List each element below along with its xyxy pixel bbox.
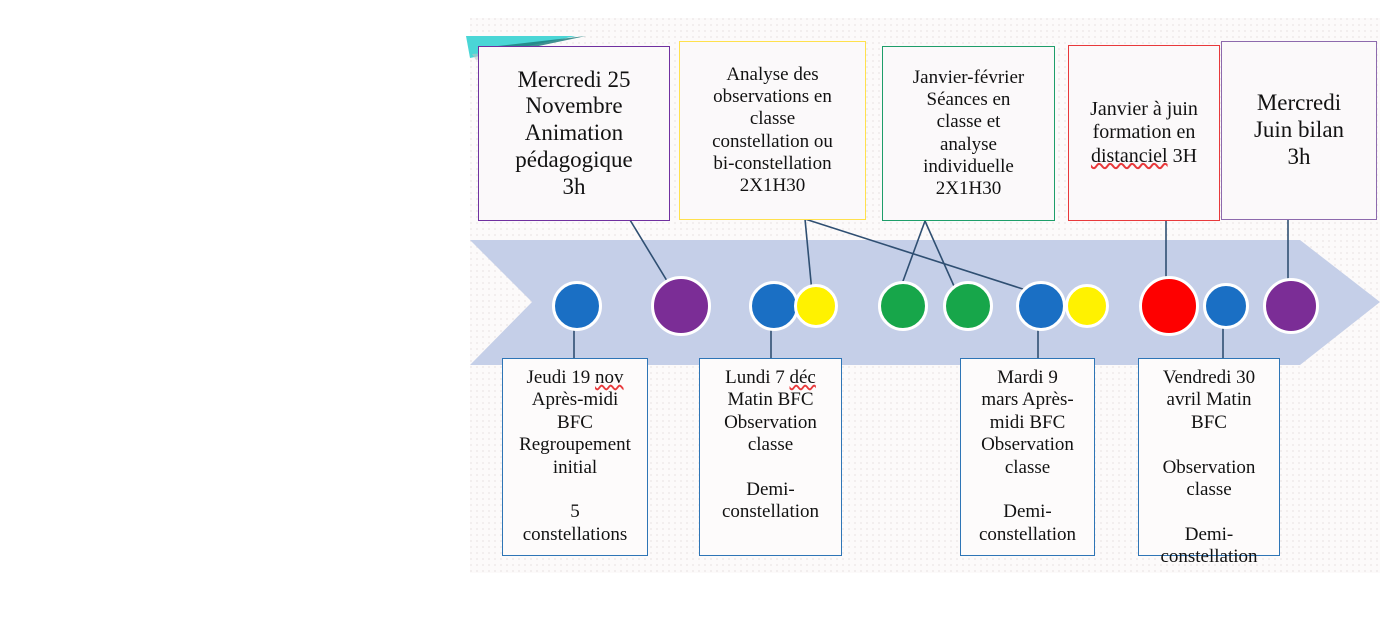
marker-9-red-circle[interactable] (1139, 276, 1199, 336)
bottom-box-text: Lundi 7 déc Matin BFC Observation classe… (721, 367, 820, 523)
bottom-box-text: Vendredi 30 avril Matin BFC Observation … (1160, 367, 1258, 568)
bottom-box-mardi-9-mars[interactable]: Mardi 9 mars Après- midi BFC Observation… (960, 358, 1095, 556)
marker-7-blue-circle[interactable] (1016, 281, 1066, 331)
bottom-box-text: Jeudi 19 nov Après-midi BFC Regroupement… (519, 367, 631, 545)
marker-4-yellow-circle[interactable] (794, 284, 838, 328)
misspelled-word: nov (595, 367, 624, 388)
misspelled-word: distanciel (1090, 144, 1168, 167)
bottom-box-lundi-7-dec[interactable]: Lundi 7 déc Matin BFC Observation classe… (699, 358, 842, 556)
top-box-animation-pedagogique[interactable]: Mercredi 25 Novembre Animation pédagogiq… (478, 46, 670, 221)
marker-11-purple-circle[interactable] (1263, 278, 1319, 334)
marker-8-yellow-circle[interactable] (1065, 284, 1109, 328)
top-box-formation-distanciel[interactable]: Janvier à juin formation en distanciel 3… (1068, 45, 1220, 221)
bottom-box-text: Mardi 9 mars Après- midi BFC Observation… (978, 367, 1077, 545)
marker-1-blue-circle[interactable] (552, 281, 602, 331)
marker-2-purple-circle[interactable] (651, 276, 711, 336)
top-box-bilan-juin[interactable]: Mercredi Juin bilan 3h (1221, 41, 1377, 220)
bottom-box-jeudi-19-nov[interactable]: Jeudi 19 nov Après-midi BFC Regroupement… (502, 358, 648, 556)
marker-5-green-circle[interactable] (878, 281, 928, 331)
marker-3-blue-circle[interactable] (749, 281, 799, 331)
top-box-text: Mercredi Juin bilan 3h (1253, 90, 1345, 169)
top-box-janvier-fevrier-seances[interactable]: Janvier-février Séances en classe et ana… (882, 46, 1055, 221)
top-box-text: Janvier à juin formation en distanciel 3… (1090, 98, 1198, 167)
marker-10-blue-circle[interactable] (1203, 283, 1249, 329)
bottom-box-vendredi-30-avril[interactable]: Vendredi 30 avril Matin BFC Observation … (1138, 358, 1280, 567)
marker-6-green-circle[interactable] (943, 281, 993, 331)
top-box-analyse-observations[interactable]: Analyse des observations en classe const… (679, 41, 866, 220)
top-box-text: Analyse des observations en classe const… (712, 64, 833, 196)
misspelled-word: déc (789, 367, 816, 388)
top-box-text: Mercredi 25 Novembre Animation pédagogiq… (515, 66, 633, 199)
top-box-text: Janvier-février Séances en classe et ana… (912, 67, 1025, 199)
